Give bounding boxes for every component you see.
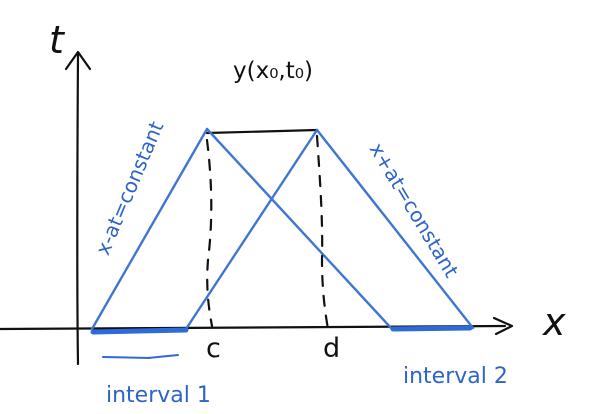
t-axis-label: t [49,18,64,62]
x-axis-arrowhead [492,316,514,336]
tick-label-d: d [323,333,341,364]
t-axis-arrowhead [64,50,92,71]
x-axis-label: x [543,300,566,344]
dotted-line-d [315,134,330,331]
interval-1-label: interval 1 [106,383,211,408]
t-axis-line [76,52,80,366]
interval-1-mark [90,327,189,335]
interval-2-label: interval 2 [403,364,508,389]
right-inner-characteristic [205,127,394,331]
dotted-line-c [205,138,214,328]
tick-label-c: c [206,333,221,364]
point-label: y(x₀,t₀) [233,58,313,84]
interval-1-underline [102,354,179,359]
interval-2-mark [390,325,473,332]
left-outer-characteristic [90,127,209,331]
left-inner-characteristic [184,128,319,331]
top-segment [205,128,319,135]
right-outer-characteristic [315,128,475,330]
